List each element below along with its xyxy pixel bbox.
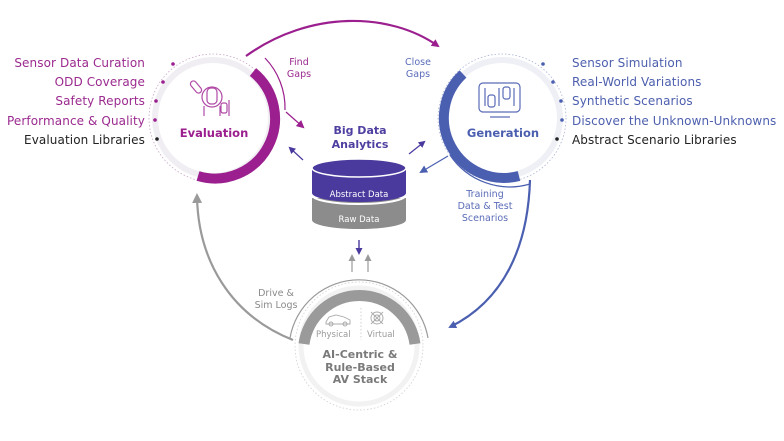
close-gaps-line2: Gaps <box>405 69 431 80</box>
raw-data-layer <box>312 198 406 229</box>
training-line2: Data & Test <box>457 201 513 212</box>
evaluation-title: Evaluation <box>179 126 249 140</box>
training-line3: Scenarios <box>461 213 509 224</box>
close-gaps-label: Close Gaps <box>399 57 437 81</box>
find-gaps-line2: Gaps <box>286 69 312 80</box>
big-data-title: Big Data Analytics <box>310 124 410 152</box>
av-title-line2: Rule-Based <box>325 360 395 374</box>
list-item: Discover the Unknown-Unknowns <box>572 113 777 128</box>
av-thin-arc <box>289 279 429 339</box>
magnifier-car-icon <box>189 80 230 116</box>
virtual-icon <box>370 311 384 325</box>
find-gaps-arrow <box>285 111 305 129</box>
drive-line2: Sim Logs <box>254 300 298 311</box>
training-line1: Training <box>466 189 504 200</box>
find-gaps-label: Find Gaps <box>281 57 317 81</box>
to-big-data-arrow <box>419 155 449 174</box>
find-gaps-line1: Find <box>289 57 309 68</box>
big-data-title-line2: Analytics <box>331 138 389 151</box>
av-title-line1: AI-Centric & <box>322 348 398 361</box>
training-arrow <box>448 179 532 328</box>
close-gaps-line1: Close <box>405 57 431 68</box>
generation-dotted-ring <box>437 53 567 183</box>
evaluation-arc <box>196 68 280 184</box>
drive-logs-label: Drive & Sim Logs <box>252 288 300 312</box>
to-generation-arrow <box>408 140 426 155</box>
bullet-dot <box>155 137 159 141</box>
training-label: Training Data & Test Scenarios <box>450 189 520 225</box>
raw-data-label: Raw Data <box>338 215 380 225</box>
generation-arc <box>438 70 521 183</box>
abstract-data-layer <box>312 170 406 202</box>
list-item: Sensor Simulation <box>572 56 683 70</box>
list-item: Evaluation Libraries <box>24 132 145 147</box>
generation-node <box>419 53 567 188</box>
av-stack-title: AI-Centric & Rule-Based AV Stack <box>295 348 425 387</box>
bullet-dot <box>153 118 157 122</box>
to-evaluation-arrow <box>288 146 304 161</box>
list-item: Safety Reports <box>55 94 145 109</box>
cylinder-top <box>311 158 407 178</box>
list-item: Sensor Data Curation <box>14 56 145 70</box>
list-item: Synthetic Scenarios <box>572 94 693 109</box>
bullet-dot <box>161 80 165 84</box>
generation-thin-arc <box>449 154 531 188</box>
generation-title: Generation <box>466 126 540 140</box>
evaluation-thin-arc <box>264 57 286 111</box>
list-item: Abstract Scenario Libraries <box>572 132 737 147</box>
bullet-dot <box>551 80 555 84</box>
generation-capabilities-list: Sensor Simulation Real-World Variations … <box>572 54 776 150</box>
drive-logs-arrow <box>192 193 294 342</box>
list-item: Performance & Quality <box>6 113 145 128</box>
av-dotted-ring <box>294 281 424 411</box>
bullet-dot <box>559 99 563 103</box>
bullet-dot <box>555 137 559 141</box>
av-stack-node <box>289 254 429 411</box>
list-item: Real-World Variations <box>572 75 702 90</box>
list-item: ODD Coverage <box>54 75 145 90</box>
virtual-label: Virtual <box>367 330 395 340</box>
abstract-data-label: Abstract Data <box>329 190 389 200</box>
bullet-dot <box>171 62 175 66</box>
bullet-dot <box>560 118 564 122</box>
database-cylinder <box>311 158 407 229</box>
physical-label: Physical <box>316 330 351 340</box>
av-title-line3: AV Stack <box>332 373 388 387</box>
monitor-cars-icon <box>478 82 521 118</box>
big-data-title-line1: Big Data <box>333 124 387 137</box>
evaluation-node <box>148 53 305 184</box>
car-icon <box>325 314 351 327</box>
drive-line1: Drive & <box>258 288 294 299</box>
bullet-dot <box>541 62 545 66</box>
bullet-dot <box>154 99 158 103</box>
evaluation-capabilities-list: Sensor Data Curation ODD Coverage Safety… <box>7 54 145 150</box>
av-stack-arc <box>298 289 421 345</box>
top-flow-arrow <box>245 19 440 57</box>
